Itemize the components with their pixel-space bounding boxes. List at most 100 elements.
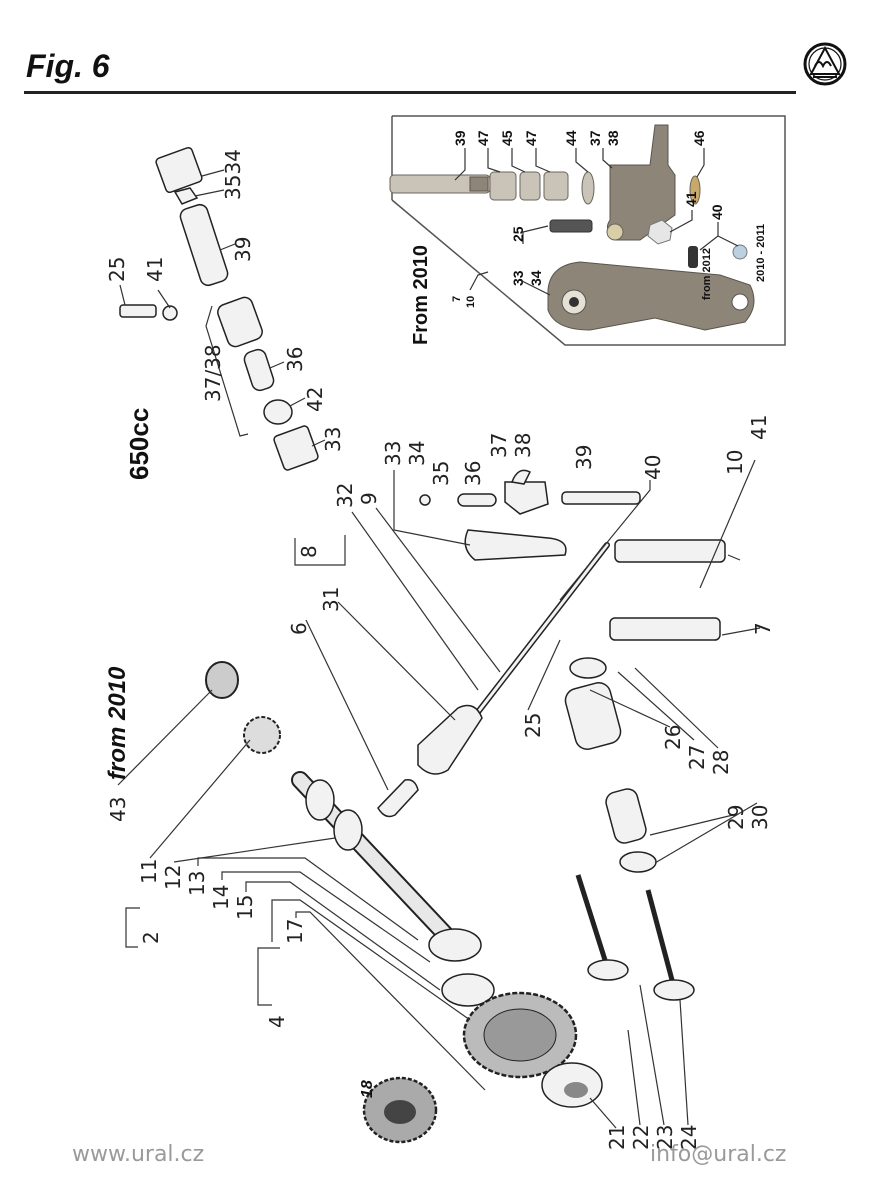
label-27: 27 [685,745,709,770]
engine-650cc-label: 650cc [124,408,154,480]
washer-44-photo [581,171,595,205]
figure-title: Fig. 6 [26,48,110,84]
bolt-25-drawing [119,304,157,318]
inset-label-33: 33 [510,270,526,286]
block-34-drawing [155,146,203,194]
inset-label-34: 34 [528,270,544,286]
label-12: 12 [161,865,185,890]
label-6: 6 [287,622,311,635]
label-9: 9 [357,492,381,505]
valve-spring-29-drawing [605,788,657,873]
rocker-arm-33-drawing [464,529,567,561]
header-rule [24,91,796,94]
label-3534: 3534 [221,149,245,200]
inset-label-10: 10 [465,296,477,308]
label-17: 17 [283,919,307,944]
valve-23-head [587,959,629,981]
footer-email[interactable]: info@ural.cz [650,1142,787,1167]
label-22: 22 [629,1125,653,1150]
label-33: 33 [381,441,405,466]
label-15: 15 [233,895,257,920]
inset-label-47b: 47 [523,130,539,146]
lever-37-38-drawing [217,296,263,348]
rocker-10-drawing [614,539,726,563]
label-21: 21 [605,1125,629,1150]
clip-35-drawing [419,494,431,506]
inset-title: From 2010 [410,245,432,345]
label-10: 10 [723,450,747,475]
label-40: 40 [641,455,665,480]
inset-label-38: 38 [605,130,621,146]
label-30: 30 [748,805,772,830]
label-35: 35 [429,461,453,486]
label-7: 7 [751,622,775,635]
flange-14-drawing [441,973,495,1007]
inset-label-37: 37 [587,130,603,146]
pin-40-2012-photo [688,246,698,268]
inset-label-44: 44 [563,130,579,146]
inset-label-2010-2011: 2010 - 2011 [755,224,767,282]
main-assembly: 8 31 6 32 9 33 34 35 36 37 38 39 40 10 4… [104,415,775,1150]
rocker-7-drawing [609,617,721,641]
inset-label-40: 40 [709,204,725,220]
label-14: 14 [209,885,233,910]
label-13: 13 [185,871,209,896]
ural-logo-icon [803,42,847,86]
label-25-upper: 25 [105,257,129,282]
valve-24-head [653,979,695,1001]
bearing-43-drawing [205,661,239,699]
spring-seat-30-drawing [619,851,657,873]
label-41-upper: 41 [143,257,167,282]
label-11: 11 [137,859,161,884]
label-4: 4 [265,1015,289,1028]
inset-label-47a: 47 [475,130,491,146]
nut-41-drawing [162,305,178,321]
label-28: 28 [709,750,733,775]
inset-label-from-2012: from 2012 [701,248,713,300]
label-38: 38 [511,433,535,458]
label-43: 43 [106,797,130,822]
label-31: 31 [319,587,343,612]
from-2010-label: from 2010 [104,666,131,780]
inset-panel: 39 47 45 47 44 37 38 46 41 40 25 33 34 7… [389,115,786,346]
label-39: 39 [572,445,596,470]
valve-spring-26-drawing [564,657,622,750]
label-42-upper: 42 [303,387,327,412]
inset-label-39: 39 [452,130,468,146]
label-24: 24 [677,1125,701,1150]
inset-label-46: 46 [691,130,707,146]
bushing-36-drawing [243,348,275,392]
label-18: 18 [359,1080,376,1098]
upper-left-assembly: 3534 39 25 41 37/38 36 42 33 650cc [105,146,345,480]
label-33-upper: 33 [321,427,345,452]
arm-33-34-photo [547,261,755,331]
screw-40-2010-photo [732,244,748,260]
inset-label-7: 7 [451,296,463,302]
nut-41-photo [647,219,673,245]
label-34: 34 [405,441,429,466]
label-39-upper: 39 [231,237,255,262]
bearing-45-photo [519,171,541,201]
valve-24-stem [645,889,675,981]
camshaft-drawing [291,771,482,962]
label-36-upper: 36 [283,347,307,372]
footer-website[interactable]: www.ural.cz [72,1142,205,1167]
inset-label-41: 41 [683,191,699,207]
pin-39-drawing-main [561,491,641,505]
label-2: 2 [139,931,163,944]
washer-35-drawing [173,187,199,205]
gear-11-drawing [243,716,281,754]
label-25: 25 [521,713,545,738]
label-29: 29 [724,805,748,830]
bearing-47-photo [489,171,517,201]
label-32: 32 [333,483,357,508]
guide-6-drawing [377,778,419,818]
bushing-36-drawing [457,493,497,507]
tappet-31-drawing [417,704,483,775]
label-8: 8 [297,545,321,558]
inset-label-25: 25 [510,226,526,242]
valve-23-stem [575,874,608,961]
block-33-drawing [273,425,319,471]
washer-46-photo [689,175,701,205]
